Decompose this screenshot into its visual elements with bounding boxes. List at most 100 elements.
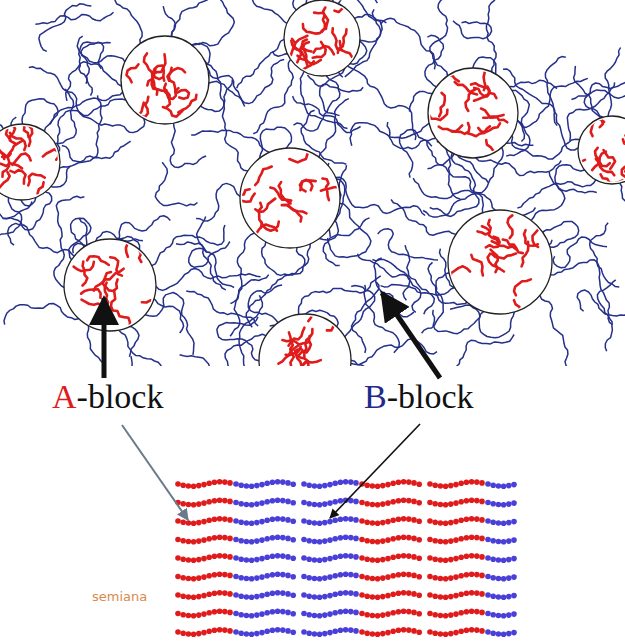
bead (479, 517, 485, 523)
bead (332, 555, 338, 561)
bead (479, 610, 485, 616)
bead (186, 631, 192, 637)
micelle-core (0, 124, 60, 200)
bead (270, 535, 276, 541)
lamellar-chains (175, 479, 517, 637)
bead (496, 520, 502, 526)
bead (227, 573, 233, 579)
bead (485, 518, 491, 524)
bead (212, 498, 218, 504)
bead (496, 594, 502, 600)
bead (438, 613, 444, 619)
bead (322, 575, 328, 581)
b-chain (237, 39, 284, 88)
bead (254, 557, 260, 563)
bead (275, 572, 281, 578)
bead (406, 609, 412, 615)
bead (427, 500, 433, 506)
bead (427, 537, 433, 543)
a-chains (127, 53, 197, 123)
bead (280, 516, 286, 522)
bead (474, 609, 480, 615)
bead (285, 517, 291, 523)
bead (196, 501, 202, 507)
a-chain (43, 149, 59, 159)
bead (285, 536, 291, 542)
bead (380, 520, 386, 526)
bead (275, 553, 281, 559)
bead (511, 500, 517, 506)
a-chain (164, 88, 179, 99)
bead (186, 520, 192, 526)
bead (327, 593, 333, 599)
bead (212, 609, 218, 615)
a-chain (298, 56, 321, 65)
bead (474, 516, 480, 522)
bead (175, 629, 181, 635)
bead (485, 574, 491, 580)
bead (490, 519, 496, 525)
bead (264, 592, 270, 598)
bead (259, 519, 265, 525)
a-chain (282, 205, 307, 214)
micelle-outline (578, 116, 625, 184)
bead (244, 613, 250, 619)
bead (453, 500, 459, 506)
bead (191, 502, 197, 508)
b-chain (433, 310, 484, 334)
b-chain (248, 285, 282, 323)
bead (244, 594, 250, 600)
bead (280, 627, 286, 633)
bead (317, 483, 323, 489)
micelle-outline (240, 148, 340, 248)
bead (322, 538, 328, 544)
bead (186, 576, 192, 582)
bead (443, 539, 449, 545)
bead (506, 612, 512, 618)
bead (343, 553, 349, 559)
bead (312, 631, 318, 637)
bead (448, 520, 454, 526)
bead (312, 613, 318, 619)
b-chain (222, 80, 248, 171)
bead (244, 576, 250, 582)
bead (343, 572, 349, 578)
a-chain (322, 179, 329, 201)
b-chain (77, 36, 125, 63)
b-chain (620, 183, 625, 231)
bead (453, 537, 459, 543)
bead (443, 483, 449, 489)
bead (217, 553, 223, 559)
bead (201, 482, 207, 488)
bead (275, 609, 281, 615)
a-chain (110, 257, 122, 275)
a-chain (314, 46, 334, 54)
bead (191, 520, 197, 526)
bead (186, 594, 192, 600)
bead (280, 498, 286, 504)
a-chain (147, 68, 163, 86)
b-chain (119, 330, 163, 366)
bead (312, 483, 318, 489)
bead (469, 590, 475, 596)
bead (464, 572, 470, 578)
bead (464, 517, 470, 523)
b-chain (577, 290, 625, 316)
bead (474, 535, 480, 541)
bead (191, 539, 197, 545)
bead (180, 501, 186, 507)
micelle-outline (428, 68, 518, 158)
a-chain (25, 123, 32, 146)
b-chain (180, 355, 254, 366)
b-chain (35, 12, 113, 24)
bead (312, 576, 318, 582)
bead (196, 538, 202, 544)
bead (217, 498, 223, 504)
bead (280, 609, 286, 615)
bead (359, 500, 365, 506)
leader-arrow (102, 298, 107, 378)
bead (227, 610, 233, 616)
bead (238, 630, 244, 636)
a-chain (81, 289, 101, 297)
bead (364, 556, 370, 562)
